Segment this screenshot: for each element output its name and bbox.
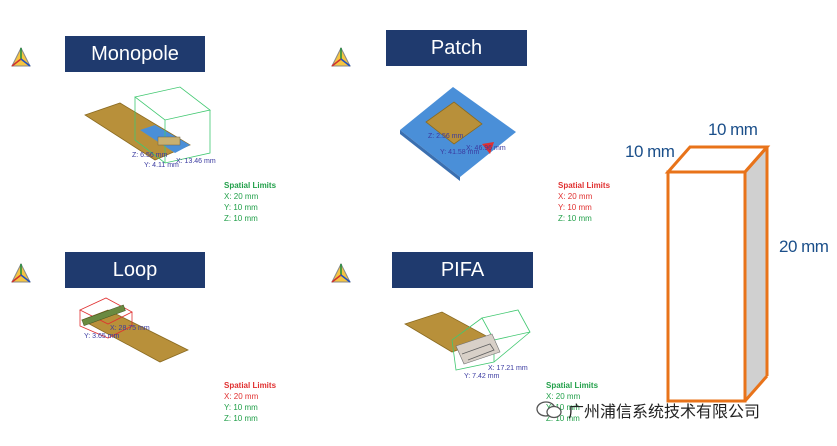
limit-y: Y: 10 mm <box>546 403 580 412</box>
limits-header: Spatial Limits <box>558 181 611 190</box>
monopole-spatial-limits: Spatial Limits X: 20 mm Y: 10 mm Z: 10 m… <box>224 180 276 224</box>
watermark-text: 广州浦信系统技术有限公司 <box>568 404 761 421</box>
limit-z: Z: 10 mm <box>558 214 592 223</box>
loop-3d-view: X: 28.75 mm Y: 3.65 mm <box>79 297 189 363</box>
loop-title: Loop <box>65 252 205 288</box>
box-left-label: 10 mm <box>625 142 675 161</box>
pifa-dim-y: Y: 7.42 mm <box>464 373 500 380</box>
monopole-3d-view: Z: 6.56 mm X: 13.46 mm Y: 4.11 mm <box>84 86 216 169</box>
patch-spatial-limits: Spatial Limits X: 20 mm Y: 10 mm Z: 10 m… <box>558 180 610 224</box>
limit-z: Z: 10 mm <box>224 414 258 423</box>
patch-title: Patch <box>386 30 527 66</box>
limit-y: Y: 10 mm <box>224 203 258 212</box>
axis-triad-icon <box>328 262 354 288</box>
watermark: 广州浦信系统技术有限公司 <box>536 398 760 422</box>
axis-triad-icon <box>8 46 34 72</box>
monopole-dim-x: X: 13.46 mm <box>176 158 216 165</box>
limits-header: Spatial Limits <box>224 181 277 190</box>
pifa-title: PIFA <box>392 252 533 288</box>
loop-dim-x: X: 28.75 mm <box>110 325 150 332</box>
pifa-3d-view: X: 17.21 mm Y: 7.42 mm <box>404 309 531 380</box>
patch-dim-x: X: 46.96 mm <box>466 145 506 152</box>
limit-y: Y: 10 mm <box>224 403 258 412</box>
patch-3d-view: Z: 2.56 mm Y: 41.58 mm X: 46.96 mm <box>400 87 516 181</box>
axis-triad-icon <box>8 262 34 288</box>
limits-header: Spatial Limits <box>224 381 277 390</box>
box-right-label: 20 mm <box>779 237 829 256</box>
loop-spatial-limits: Spatial Limits X: 20 mm Y: 10 mm Z: 10 m… <box>224 380 276 424</box>
limit-z: Z: 10 mm <box>546 414 580 423</box>
box-top-label: 10 mm <box>708 120 758 139</box>
patch-dim-z: Z: 2.56 mm <box>428 133 464 140</box>
monopole-title: Monopole <box>65 36 205 72</box>
pifa-spatial-limits: Spatial Limits X: 20 mm Y: 10 mm Z: 10 m… <box>546 380 598 424</box>
axis-triad-icon <box>328 46 354 72</box>
wechat-icon <box>536 401 562 419</box>
limit-x: X: 20 mm <box>558 192 593 201</box>
loop-dim-y: Y: 3.65 mm <box>84 333 120 340</box>
spatial-limits-box-diagram <box>664 145 771 403</box>
limit-x: X: 20 mm <box>546 392 581 401</box>
limit-z: Z: 10 mm <box>224 214 258 223</box>
monopole-dim-y: Y: 4.11 mm <box>144 162 179 169</box>
monopole-dim-z: Z: 6.56 mm <box>132 152 168 159</box>
limit-x: X: 20 mm <box>224 392 259 401</box>
limits-header: Spatial Limits <box>546 381 599 390</box>
limit-x: X: 20 mm <box>224 192 259 201</box>
patch-dim-y: Y: 41.58 mm <box>440 149 479 156</box>
limit-y: Y: 10 mm <box>558 203 592 212</box>
pifa-dim-x: X: 17.21 mm <box>488 365 528 372</box>
